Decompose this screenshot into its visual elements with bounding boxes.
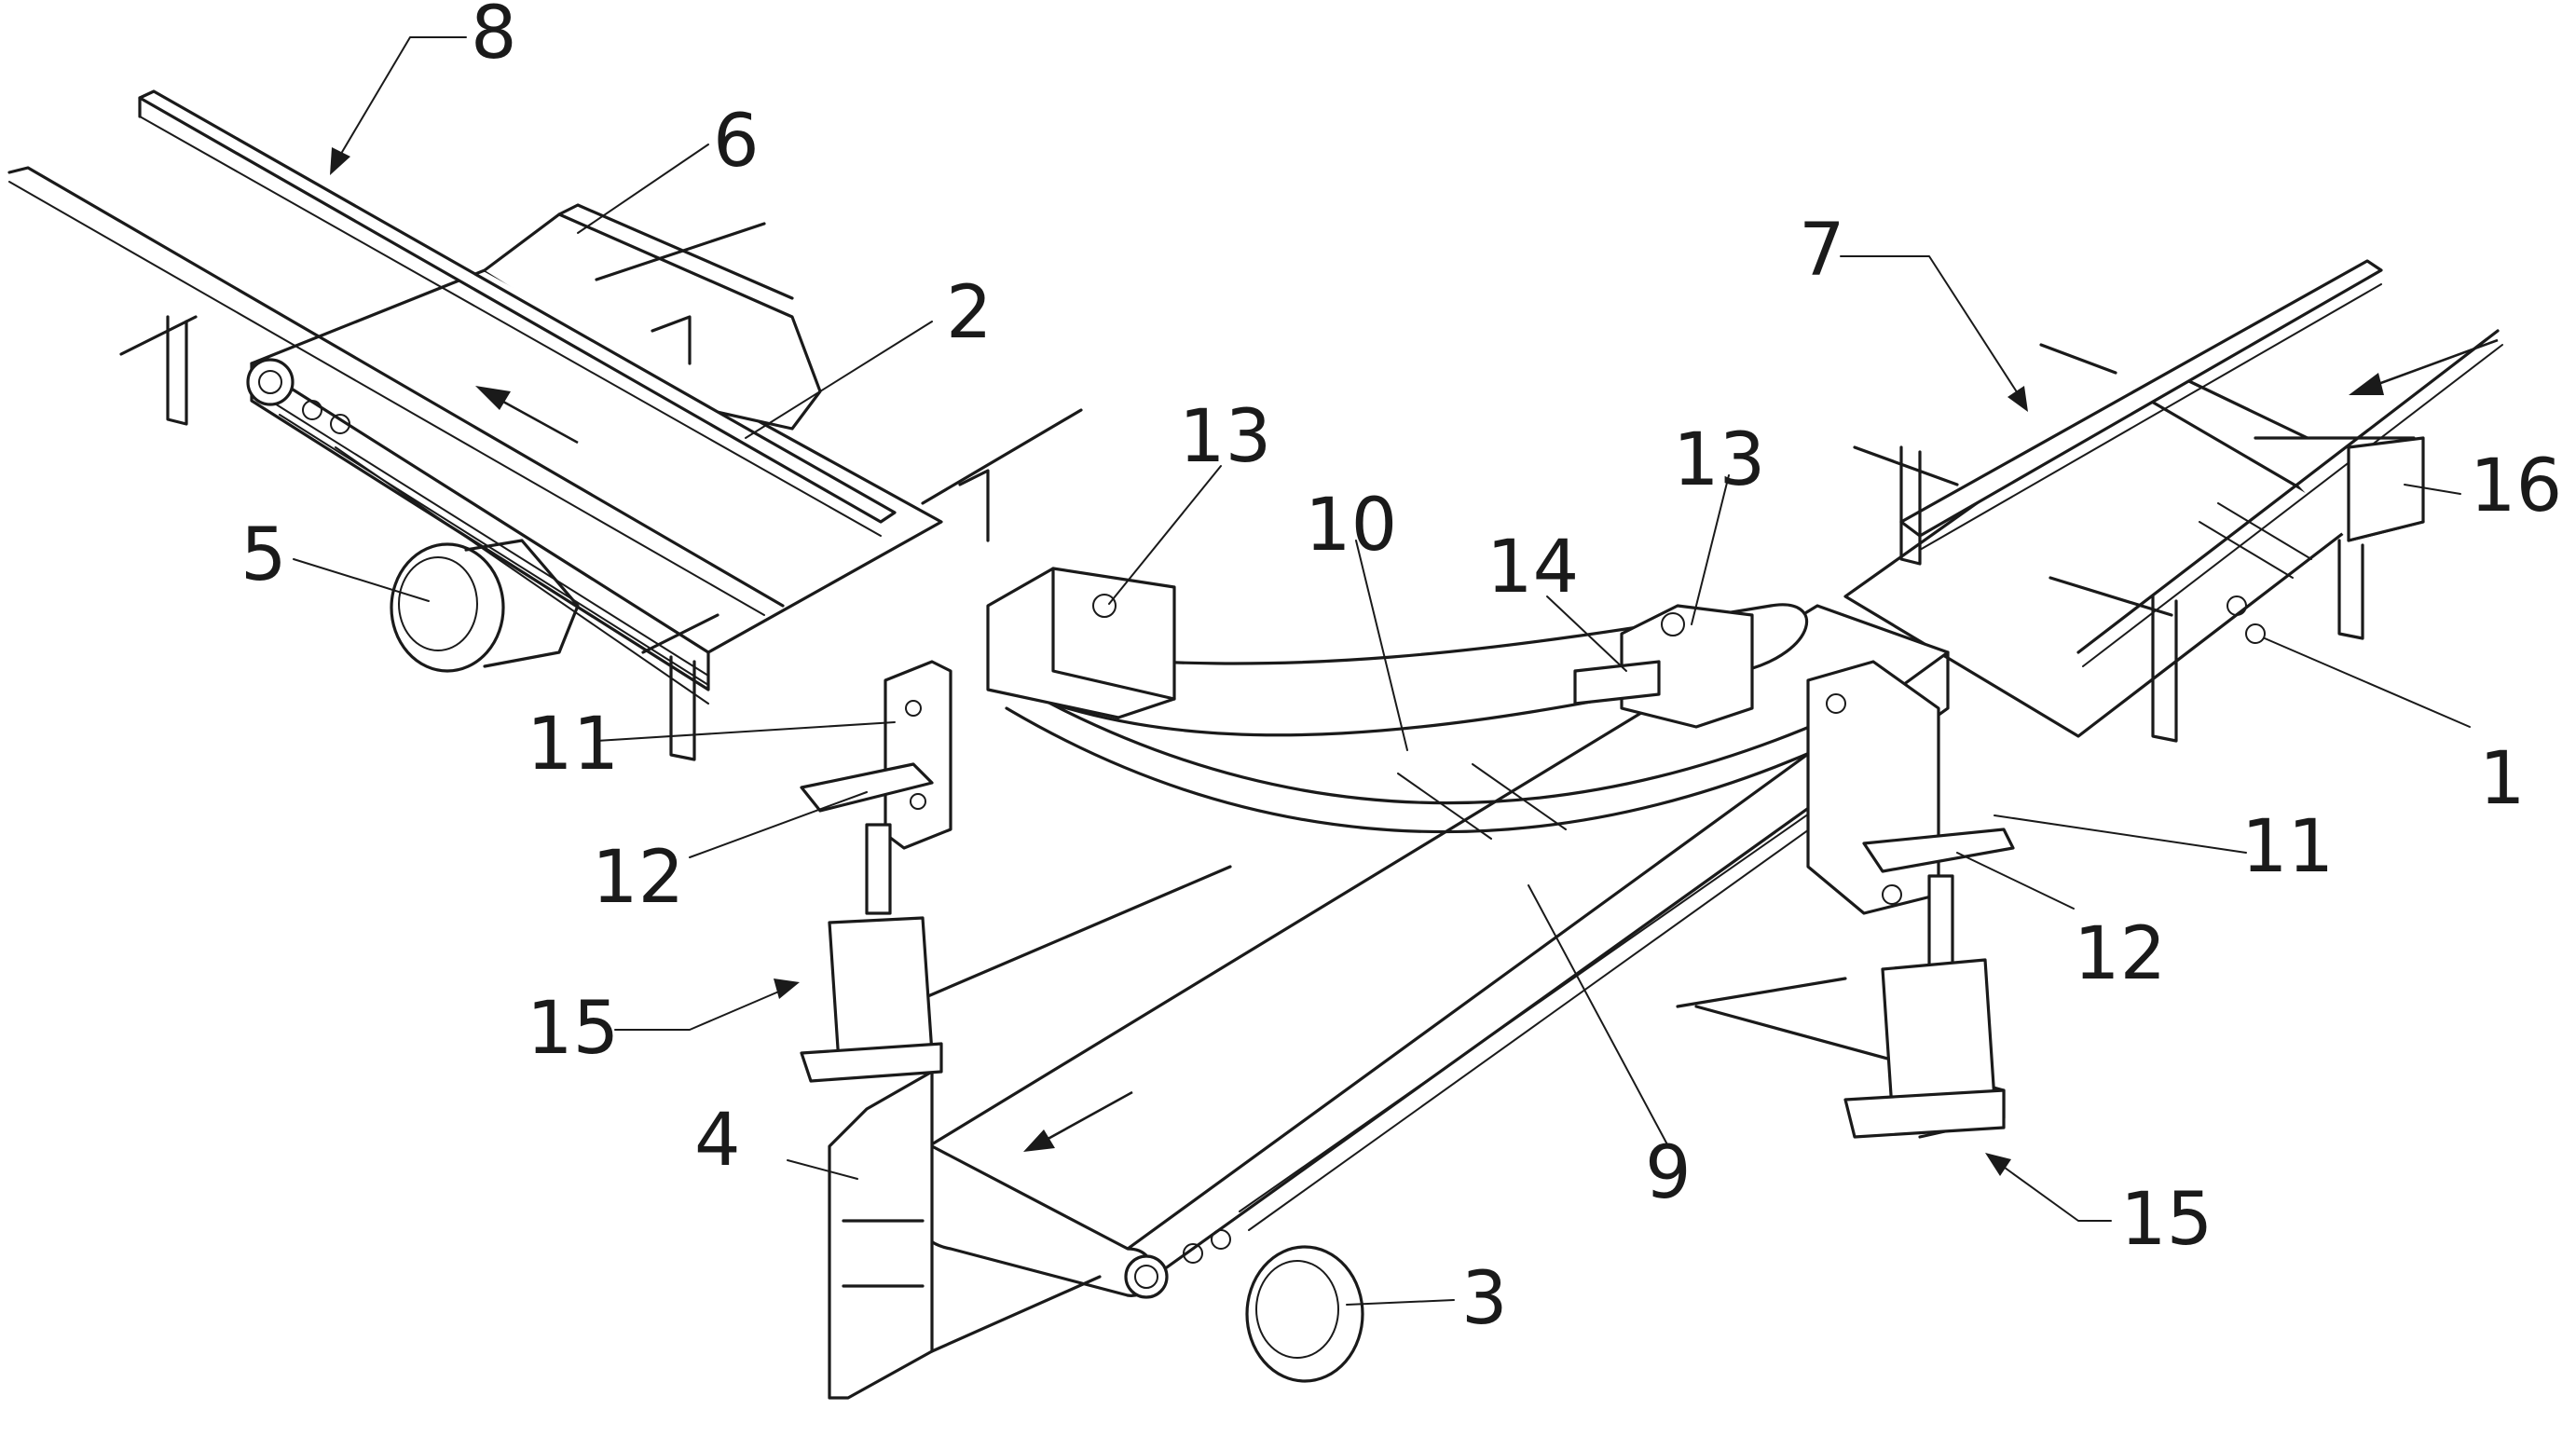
label-3: 3 [1461,1257,1508,1341]
label-12a: 12 [592,836,684,920]
motor-5 [391,541,578,671]
label-15b: 15 [2120,1178,2213,1262]
label-6: 6 [713,100,760,184]
motor-3 [1247,1247,1363,1381]
label-11b: 11 [2241,805,2334,889]
label-16: 16 [2470,445,2562,528]
label-5: 5 [240,513,287,597]
conveyor-1 [1845,340,2498,736]
label-13b: 13 [1673,418,1765,502]
label-11a: 11 [527,703,619,787]
label-4: 4 [694,1099,741,1183]
label-15a: 15 [527,987,619,1071]
label-10: 10 [1305,484,1397,568]
label-7: 7 [1799,209,1845,293]
label-1: 1 [2479,737,2526,821]
label-8: 8 [471,0,517,75]
label-14: 14 [1487,526,1579,609]
box-16 [2349,438,2423,541]
label-2: 2 [946,271,993,355]
label-12b: 12 [2074,912,2166,996]
label-9: 9 [1645,1131,1692,1215]
label-13a: 13 [1179,395,1271,479]
